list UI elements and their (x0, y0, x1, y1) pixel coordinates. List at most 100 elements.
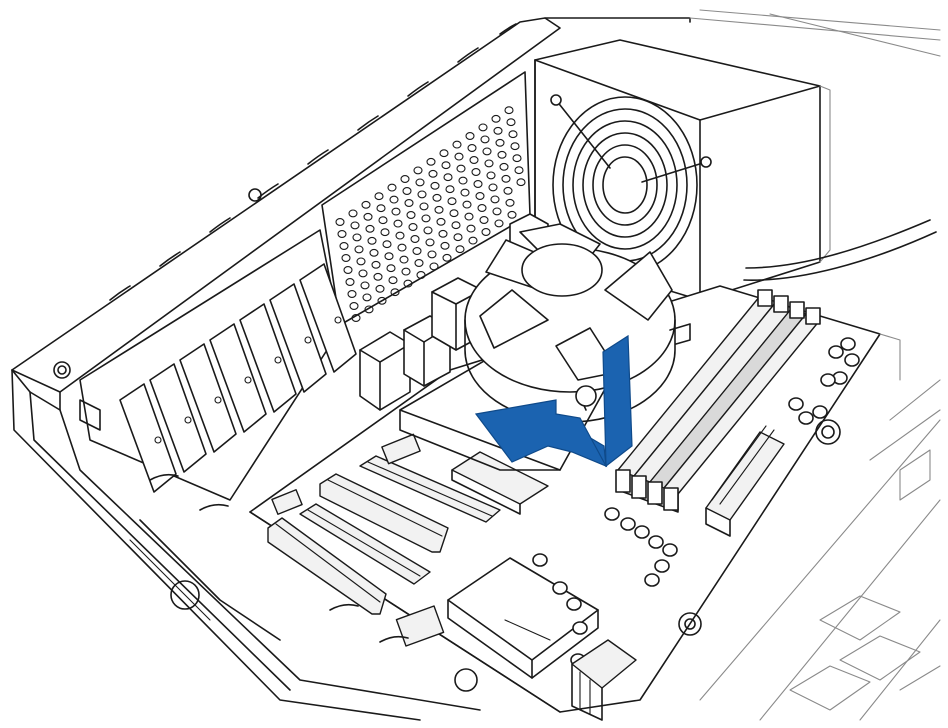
io-connectors-bottom (571, 639, 637, 721)
rail-slots (53, 23, 517, 379)
vent-hole (506, 118, 516, 127)
vent-hole (501, 174, 511, 183)
vent-hole (484, 159, 494, 168)
vent-hole (354, 245, 364, 254)
capacitor (634, 525, 650, 539)
vent-hole (415, 178, 425, 187)
vent-hole (480, 135, 490, 144)
slot-cover-screw (334, 316, 342, 324)
vent-hole (473, 180, 483, 188)
vent-hole (378, 216, 388, 225)
vent-hole (376, 204, 386, 213)
vent-hole (347, 290, 357, 298)
capacitor (662, 543, 678, 557)
vent-hole (419, 202, 429, 211)
mount-hole (815, 419, 841, 445)
vent-hole (369, 248, 379, 257)
vent-hole (451, 221, 461, 230)
psu-fan-icon (550, 94, 712, 274)
vent-hole (436, 217, 446, 226)
mount-hole (678, 612, 702, 636)
vent-hole (387, 183, 397, 192)
vent-hole (358, 269, 368, 278)
vent-hole (382, 240, 392, 249)
vent-hole (447, 197, 457, 206)
vent-hole (505, 198, 515, 207)
vent-hole (365, 224, 375, 233)
slot-cover-screw (214, 396, 222, 404)
memory-slots (615, 289, 821, 513)
vent-hole (363, 212, 373, 221)
vent-hole (466, 224, 476, 233)
vent-hole (384, 252, 394, 261)
vent-hole (460, 188, 470, 197)
capacitor (812, 405, 828, 419)
vent-hole (337, 230, 347, 238)
vent-hole (423, 226, 433, 235)
slot-cover (179, 343, 237, 453)
vent-hole (490, 195, 500, 204)
vent-hole (417, 190, 427, 199)
cpu-fan-icon (479, 223, 673, 381)
vent-hole (494, 219, 504, 228)
expansion-slot-covers (79, 229, 357, 501)
capacitor (788, 397, 804, 411)
vent-hole (403, 279, 413, 288)
vent-hole (432, 193, 442, 202)
capacitor (840, 337, 856, 351)
vent-hole (393, 219, 403, 228)
vent-hole (493, 126, 503, 135)
vent-hole (504, 106, 514, 115)
vent-hole (413, 166, 423, 175)
vent-hole (429, 262, 439, 271)
vent-hole (508, 130, 518, 139)
vent-hole (360, 281, 370, 290)
vent-hole (390, 288, 400, 297)
capacitor (798, 411, 814, 425)
vent-hole (341, 254, 351, 262)
slot-cover (149, 363, 207, 473)
vent-hole (430, 181, 440, 190)
vent-hole (367, 236, 377, 245)
chipset-heatsink (395, 557, 599, 679)
slot-cover (209, 323, 267, 433)
slot-cover (119, 383, 177, 493)
vent-hole (507, 210, 517, 219)
capacitor (648, 535, 664, 549)
vent-hole (362, 293, 372, 302)
slot-cover-screw (184, 416, 192, 424)
capacitor (844, 353, 860, 367)
vent-hole (481, 228, 491, 236)
vent-hole (399, 255, 409, 264)
vent-hole (512, 154, 522, 163)
vent-hole (442, 253, 452, 262)
capacitor (552, 581, 568, 595)
capacitor (572, 621, 588, 635)
cpu-cooler (359, 213, 691, 471)
vent-hole (412, 247, 422, 255)
vent-hole (350, 221, 360, 230)
vent-hole (477, 204, 487, 212)
vent-hole (410, 235, 420, 243)
installation-arrow-icon (474, 334, 633, 468)
vent-hole (373, 272, 383, 281)
case-lower-details (79, 399, 409, 643)
vent-hole (497, 150, 507, 159)
vent-hole (492, 207, 502, 216)
vent-hole (434, 205, 444, 214)
vent-hole (380, 228, 390, 237)
capacitors (532, 337, 860, 667)
vent-hole (349, 302, 359, 310)
vent-hole (364, 305, 374, 314)
vent-hole (495, 138, 505, 147)
vent-hole (503, 186, 513, 195)
vent-hole (427, 250, 437, 259)
vent-hole (428, 169, 438, 178)
vent-hole (391, 207, 401, 216)
vent-hole (395, 231, 405, 240)
vent-hole (467, 144, 477, 152)
vent-hole (375, 284, 385, 293)
vent-hole (374, 192, 384, 201)
